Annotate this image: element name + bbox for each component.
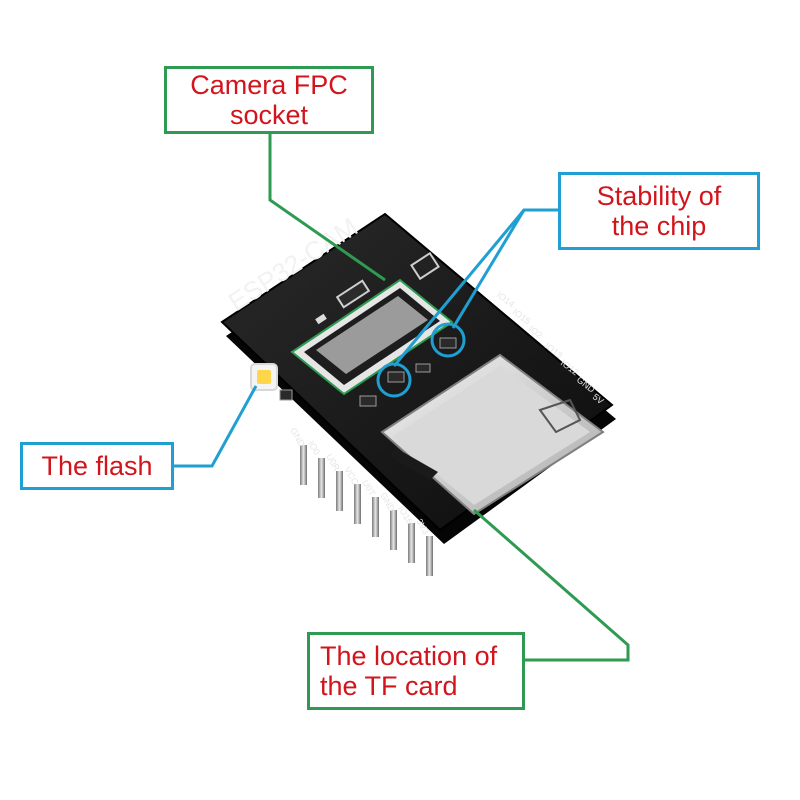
- pin-label: IO0: [306, 439, 322, 457]
- leader-lines: [174, 134, 630, 662]
- callout-flash: The flash: [20, 442, 174, 490]
- tf-card-leader: [473, 508, 630, 662]
- header-pin: [426, 536, 433, 576]
- callout-tf-card-line2: the TF card: [320, 671, 458, 701]
- header-pin: [390, 510, 397, 550]
- smd-components: [279, 251, 457, 407]
- header-pin: [318, 458, 325, 498]
- header-pin: [300, 445, 307, 485]
- callout-tf-card-line1: The location of: [320, 641, 498, 671]
- callout-camera-fpc: Camera FPC socket: [164, 66, 374, 134]
- callout-camera-fpc-line1: Camera FPC: [190, 70, 348, 100]
- pin-label: U0R: [324, 452, 342, 473]
- fpc-connector: [290, 278, 454, 396]
- tf-card-slot: [380, 353, 605, 516]
- pin-label: IO14: [495, 290, 517, 310]
- header-pin: [354, 484, 361, 524]
- pin-label: VCC: [342, 465, 360, 487]
- header-pin: [372, 497, 379, 537]
- header-pin: [336, 471, 343, 511]
- camera-fpc-leader: [268, 134, 386, 282]
- callout-stability-line2: the chip: [611, 211, 707, 241]
- header-pins: [300, 445, 433, 576]
- header-pin: [408, 523, 415, 563]
- callout-stability: Stability of the chip: [558, 172, 760, 250]
- callout-camera-fpc-line2: socket: [229, 100, 309, 130]
- stability-leader-lower: [392, 209, 526, 367]
- flash-led: [250, 363, 278, 391]
- callout-flash-line1: The flash: [41, 451, 153, 481]
- callout-stability-line1: Stability of: [596, 181, 722, 211]
- callout-tf-card: The location of the TF card: [307, 632, 525, 710]
- flash-leader: [174, 385, 258, 468]
- pin-label: U0T: [360, 478, 377, 498]
